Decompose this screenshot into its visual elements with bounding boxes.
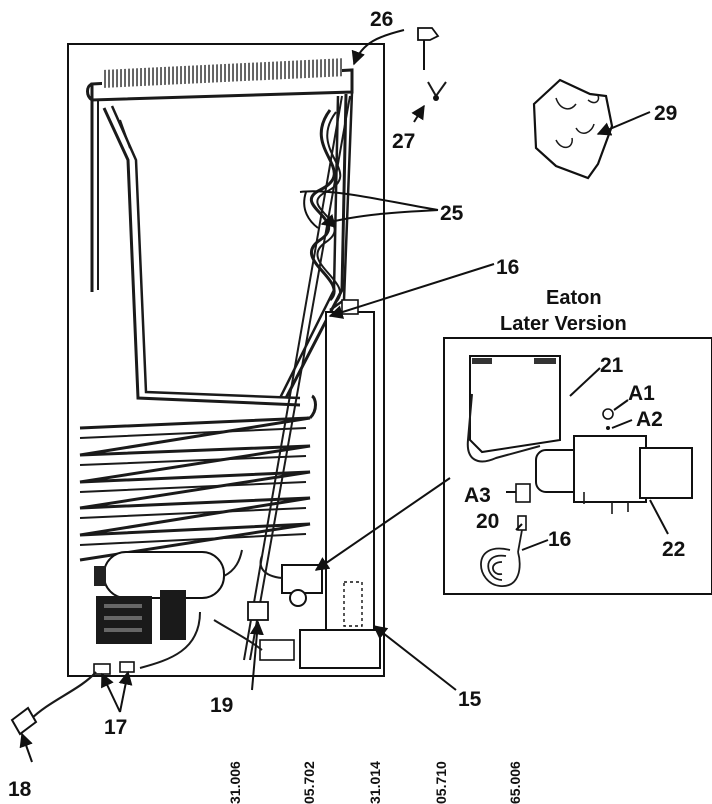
callout-a2: A2 xyxy=(636,408,663,431)
eaton-later-version-inset xyxy=(443,337,712,595)
boiler-housing xyxy=(325,299,375,641)
callout-20: 20 xyxy=(476,510,499,533)
callout-19: 19 xyxy=(210,694,233,717)
callout-a1: A1 xyxy=(628,382,655,405)
callout-16-inset: 16 xyxy=(548,528,571,551)
part-number-5: 65.006 xyxy=(507,761,523,804)
callout-17: 17 xyxy=(104,716,127,739)
thermostat xyxy=(247,601,269,621)
part-number-2: 05.702 xyxy=(301,761,317,804)
power-cord xyxy=(10,671,97,736)
control-module xyxy=(96,590,186,644)
part-number-1: 31.006 xyxy=(227,761,243,804)
siphon-tube xyxy=(310,109,342,303)
callout-26: 26 xyxy=(370,8,393,31)
callout-15: 15 xyxy=(458,688,482,711)
callout-a3: A3 xyxy=(464,484,491,507)
part-27-icon xyxy=(427,81,447,101)
condenser-coil xyxy=(79,394,317,562)
callout-29: 29 xyxy=(654,102,677,125)
callout-22: 22 xyxy=(662,538,685,561)
callout-27: 27 xyxy=(392,130,415,153)
part-number-3: 31.014 xyxy=(367,761,383,804)
burner-box xyxy=(139,611,381,669)
leader-lines xyxy=(19,29,669,763)
callout-25: 25 xyxy=(440,202,464,225)
callout-18: 18 xyxy=(8,778,32,801)
inset-title-line2: Later Version xyxy=(500,313,627,335)
part-29-icon xyxy=(532,78,614,180)
callout-21: 21 xyxy=(600,354,624,377)
inset-title-line1: Eaton xyxy=(546,287,602,309)
part-number-4: 05.710 xyxy=(433,761,449,804)
lp-tank xyxy=(94,549,243,599)
part-26-icon xyxy=(417,27,440,70)
callout-16: 16 xyxy=(496,256,519,279)
